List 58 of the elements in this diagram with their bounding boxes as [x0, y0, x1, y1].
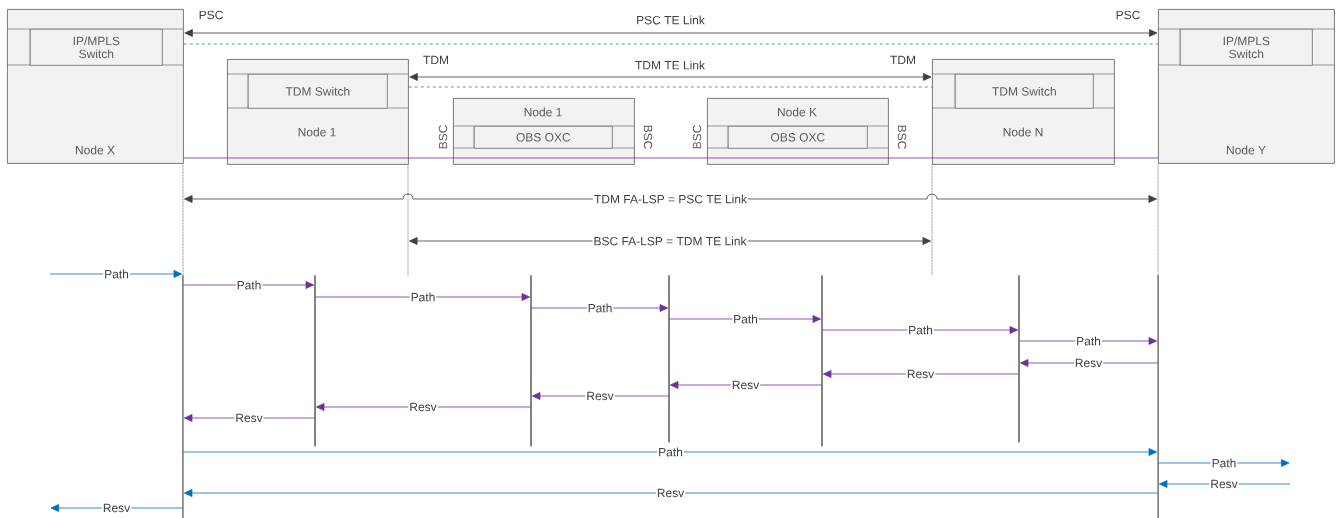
- arrow: [531, 304, 668, 312]
- arrow: [184, 489, 1158, 497]
- lifeline: [530, 275, 532, 447]
- edge-label: Path: [907, 324, 934, 336]
- end-label: TDM: [890, 55, 915, 65]
- guide-line: [931, 164, 933, 276]
- switch-box: TDM Switch: [955, 74, 1094, 109]
- end-label: PSC: [199, 10, 223, 20]
- edge-label: Path: [235, 279, 263, 291]
- switch-box: TDM Switch: [248, 74, 388, 109]
- edge-label: Resv: [408, 401, 438, 413]
- edge-label: Resv: [585, 390, 615, 402]
- arrow: [822, 326, 1018, 334]
- connector-line: [183, 157, 1159, 159]
- arrow: [315, 293, 530, 301]
- edge-label: Resv: [1209, 478, 1239, 490]
- lifeline: [821, 275, 823, 447]
- arrow: [409, 73, 932, 81]
- guide-line: [1157, 163, 1159, 276]
- edge-label: Resv: [655, 487, 686, 499]
- edge-label: Resv: [1073, 357, 1104, 369]
- edge-label: Resv: [234, 412, 264, 424]
- port-label: BSC: [692, 125, 702, 149]
- guide-line: [182, 163, 184, 276]
- edge-label: Path: [657, 446, 684, 458]
- guide-line: [407, 164, 409, 276]
- port-label: BSC: [897, 125, 907, 149]
- lifeline: [314, 275, 316, 447]
- edge-label: Path: [586, 302, 614, 314]
- edge-label: PSC TE Link: [635, 14, 706, 26]
- lifeline: [668, 275, 670, 443]
- edge-label: TDM TE Link: [634, 59, 706, 71]
- edge-label: Path: [1075, 335, 1102, 347]
- arrow: [184, 29, 1158, 37]
- edge-label: TDM FA-LSP = PSC TE Link: [593, 193, 749, 205]
- edge-label: BSC FA-LSP = TDM TE Link: [592, 235, 748, 247]
- end-label: PSC: [1116, 10, 1140, 20]
- connector-line: [408, 86, 933, 88]
- edge-label: Resv: [905, 368, 936, 380]
- switch-box: OBS OXC: [474, 126, 613, 149]
- edge-label: Path: [103, 268, 130, 280]
- arrow: [316, 403, 531, 411]
- edge-label: Resv: [730, 379, 761, 391]
- lifeline: [1157, 275, 1159, 518]
- edge-label: Path: [732, 313, 759, 325]
- edge-label: Resv: [101, 502, 132, 514]
- switch-box: IP/MPLS Switch: [30, 29, 163, 66]
- port-label: BSC: [438, 125, 448, 149]
- lifeline: [1018, 275, 1020, 443]
- switch-box: IP/MPLS Switch: [1180, 29, 1313, 66]
- switch-box: OBS OXC: [728, 126, 868, 149]
- port-label: BSC: [643, 125, 653, 149]
- arrow: [823, 370, 1019, 378]
- arrow: [183, 448, 1157, 456]
- lifeline: [182, 275, 184, 518]
- end-label: TDM: [423, 55, 448, 65]
- edge-label: Path: [1210, 457, 1238, 469]
- edge-label: Path: [409, 291, 437, 303]
